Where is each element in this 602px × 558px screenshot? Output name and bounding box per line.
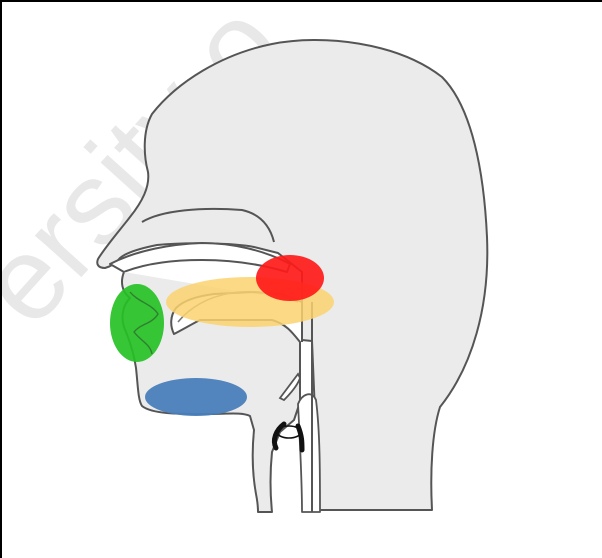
larynx xyxy=(298,394,320,512)
labial-region[interactable] xyxy=(110,284,164,362)
tongue-base-region[interactable] xyxy=(145,378,247,416)
nasal-region[interactable] xyxy=(256,255,324,301)
